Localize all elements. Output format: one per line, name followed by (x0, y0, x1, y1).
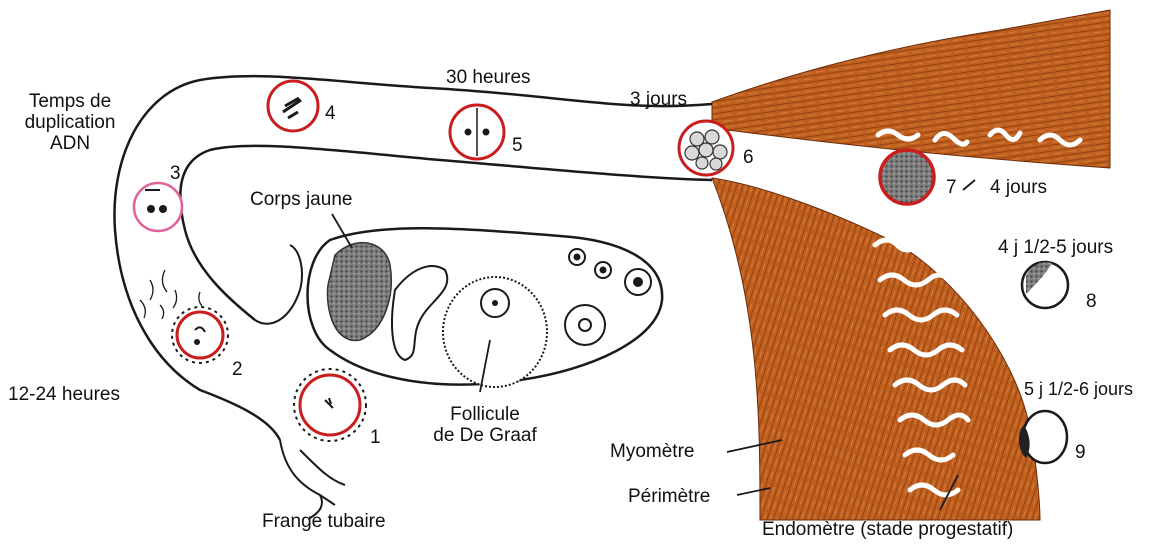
stage-8-blastocyst (1022, 262, 1068, 308)
stage-number-9: 9 (1075, 443, 1086, 462)
stage-7-morula (880, 150, 934, 204)
time-12-24-heures: 12-24 heures (8, 385, 120, 406)
dna-label-line1: Temps de (10, 92, 130, 113)
stage-number-4: 4 (325, 104, 336, 123)
uterus-lower-wall (712, 178, 1040, 520)
follicule-label-line1: Follicule (415, 405, 555, 426)
follicule-label-line2: de De Graaf (415, 426, 555, 447)
stage-number-5: 5 (512, 136, 523, 155)
uterus-upper-wall (712, 10, 1110, 168)
stage-number-1: 1 (370, 428, 381, 447)
time-5-6-jours: 5 j 1/2-6 jours (1024, 380, 1133, 400)
dna-duplication-label: Temps de duplication ADN (10, 92, 130, 155)
follicule-label: Follicule de De Graaf (415, 405, 555, 447)
time-3-jours: 3 jours (630, 90, 687, 111)
time-30-heures: 30 heures (446, 68, 531, 89)
myometre-label: Myomètre (610, 442, 694, 463)
perimetre-label: Périmètre (628, 487, 710, 508)
stage-5-two-cell (450, 105, 504, 159)
endometre-label: Endomètre (stade progestatif) (762, 520, 1013, 541)
time-4-jours: 4 jours (990, 178, 1047, 199)
corps-jaune-label: Corps jaune (250, 190, 352, 211)
stage-number-6: 6 (743, 148, 754, 167)
stage-number-7: 7 (946, 178, 957, 197)
time-4-5-jours: 4 j 1/2-5 jours (998, 238, 1113, 259)
stage-number-3: 3 (170, 164, 181, 183)
stage-number-2: 2 (232, 360, 243, 379)
dna-label-line3: ADN (10, 134, 130, 155)
fimbria (280, 440, 345, 518)
stage-4-zygote (268, 81, 318, 131)
stage-3-pronuclei (134, 183, 182, 231)
frange-tubaire-label: Frange tubaire (262, 512, 386, 533)
uterine-tube-lower (255, 245, 302, 324)
stage-1-oocyte (294, 369, 366, 441)
stage-number-8: 8 (1086, 292, 1097, 311)
stage-6-morula (679, 121, 733, 175)
dna-label-line2: duplication (10, 113, 130, 134)
